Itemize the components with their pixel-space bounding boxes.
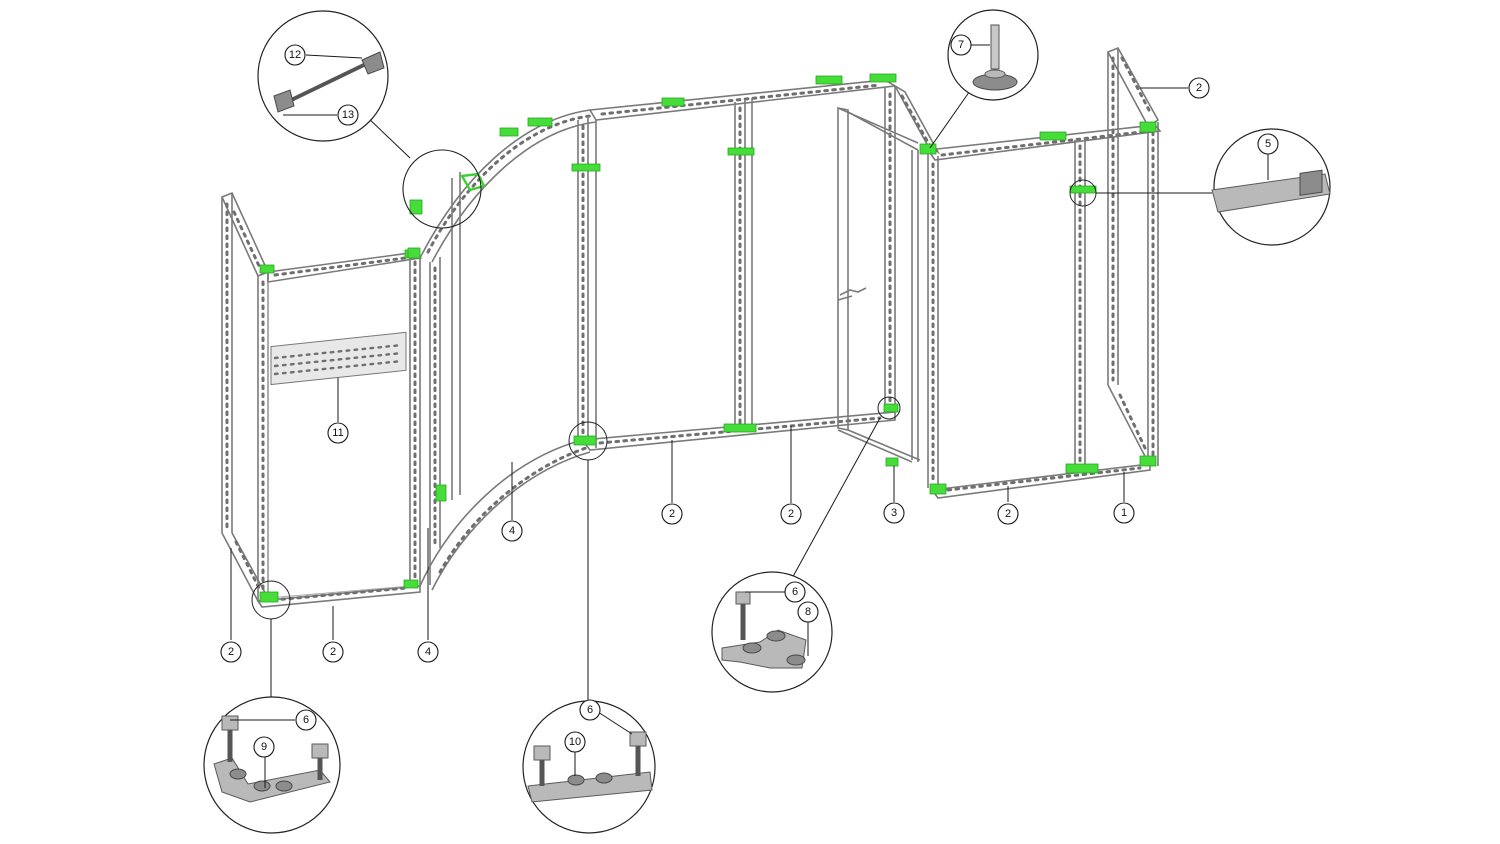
svg-text:10: 10 [569,736,581,748]
svg-text:12: 12 [289,49,301,61]
curved-section [419,109,597,591]
label-7: 7 [950,34,972,56]
label-12: 12 [284,44,306,66]
svg-text:9: 9 [261,741,267,753]
label-6-left: 6 [295,709,317,731]
label-2-right: 2 [997,503,1019,525]
label-6-middle: 6 [579,699,601,721]
label-4-left: 4 [417,641,439,663]
svg-text:6: 6 [587,704,593,716]
left-side-panel [220,191,270,602]
label-10: 10 [564,731,586,753]
svg-text:2: 2 [330,646,336,658]
svg-text:2: 2 [1005,508,1011,520]
door-panel [837,107,921,463]
label-13: 13 [337,104,359,126]
number-labels: 1 2 2 2 2 2 2 2 3 4 4 5 6 6 6 7 8 9 10 1… [220,34,1279,758]
callout-foot-6-9 [203,580,341,834]
svg-text:2: 2 [228,646,234,658]
label-2-center-a: 2 [661,503,683,525]
label-2-center-b: 2 [780,503,802,525]
label-5: 5 [1257,133,1279,155]
svg-text:6: 6 [303,714,309,726]
svg-text:2: 2 [1196,82,1202,94]
svg-text:6: 6 [792,586,798,598]
label-9: 9 [253,736,275,758]
svg-text:4: 4 [509,525,515,537]
label-3: 3 [883,502,905,524]
svg-text:2: 2 [788,508,794,520]
label-4-curve: 4 [501,520,523,542]
svg-text:13: 13 [342,109,354,121]
callout-pin-5 [1069,128,1331,246]
callout-foot-6-8 [711,396,901,693]
svg-text:4: 4 [425,646,431,658]
callout-foot-6-10 [522,421,656,834]
frame-structure [220,46,1162,608]
svg-text:8: 8 [805,606,811,618]
label-8: 8 [797,601,819,623]
label-2-left-bottom: 2 [322,641,344,663]
svg-text:11: 11 [332,427,343,439]
label-6-door: 6 [784,581,806,603]
frame-leaders [230,378,1125,640]
svg-text:2: 2 [669,508,675,520]
label-2-top-right: 2 [1188,77,1210,99]
label-2-left-side: 2 [220,641,242,663]
svg-text:5: 5 [1265,138,1271,150]
svg-text:7: 7 [958,39,964,51]
callout-foot-7 [929,9,1039,149]
label-1: 1 [1113,502,1135,524]
label-11: 11 [327,422,349,444]
svg-text:3: 3 [891,507,897,519]
right-panels [892,46,1162,499]
callout-bracket-12-13 [257,10,482,229]
svg-text:1: 1 [1121,507,1127,519]
